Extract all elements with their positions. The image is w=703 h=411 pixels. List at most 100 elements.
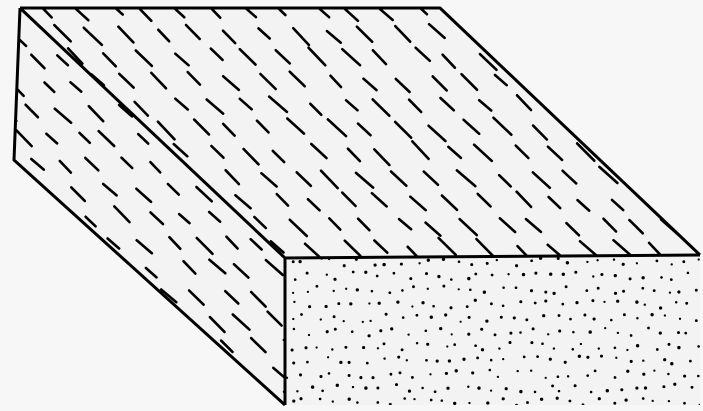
texture-dot: [656, 348, 659, 351]
texture-dot: [502, 397, 505, 400]
texture-dot: [644, 386, 647, 389]
texture-dot: [458, 260, 461, 263]
texture-dot: [411, 305, 413, 307]
texture-dot: [481, 348, 484, 351]
texture-dot: [642, 397, 645, 400]
texture-dash: [124, 318, 136, 330]
texture-dot: [332, 400, 334, 402]
texture-dot: [502, 358, 504, 360]
texture-dot: [432, 305, 435, 308]
texture-dot: [412, 285, 415, 288]
texture-dot: [682, 260, 685, 263]
texture-dash: [613, 143, 628, 159]
texture-dot: [526, 401, 529, 404]
texture-dot: [557, 375, 560, 378]
texture-dash: [247, 395, 264, 409]
texture-dash: [630, 122, 645, 137]
texture-dot: [650, 313, 653, 316]
texture-dot: [426, 343, 429, 346]
texture-dash: [648, 3, 664, 17]
texture-dot: [458, 288, 460, 290]
texture-dot: [401, 289, 404, 292]
texture-dot: [551, 384, 554, 387]
texture-dot: [667, 373, 670, 376]
texture-dot: [445, 372, 448, 375]
texture-dot: [530, 259, 533, 262]
texture-dot: [630, 334, 633, 337]
texture-dot: [416, 314, 419, 317]
texture-dot: [583, 314, 586, 317]
texture-dot: [348, 398, 351, 401]
texture-dash: [60, 367, 75, 380]
texture-dash: [4, 1, 18, 17]
texture-dot: [653, 289, 656, 292]
texture-dot: [636, 317, 638, 319]
texture-dot: [379, 329, 382, 332]
texture-dash: [584, 3, 598, 18]
texture-dot: [556, 397, 559, 400]
texture-dash: [42, 285, 57, 298]
texture-dash: [593, 123, 607, 135]
texture-dot: [670, 362, 673, 365]
texture-dot: [345, 288, 347, 290]
texture-dot: [483, 291, 486, 294]
texture-dot: [582, 403, 585, 406]
texture-dot: [470, 263, 473, 266]
texture-dot: [326, 330, 329, 333]
texture-dot: [490, 389, 492, 391]
texture-dot: [598, 347, 600, 349]
texture-dot: [486, 262, 489, 265]
texture-dot: [306, 361, 309, 364]
texture-dash: [58, 261, 71, 273]
texture-dot: [316, 285, 319, 288]
texture-dot: [490, 359, 493, 362]
texture-dot: [513, 316, 516, 319]
texture-dash: [586, 102, 599, 116]
texture-dot: [590, 391, 593, 394]
texture-dot: [388, 291, 391, 294]
texture-dot: [515, 404, 518, 407]
texture-dash: [21, 221, 32, 232]
texture-dot: [562, 273, 565, 276]
texture-dash: [76, 285, 90, 299]
texture-dash: [43, 397, 54, 408]
texture-dash: [0, 95, 15, 112]
texture-dot: [449, 306, 452, 309]
texture-dash: [42, 242, 53, 252]
texture-dot: [390, 373, 393, 376]
texture-dot: [642, 360, 644, 362]
texture-dot: [670, 278, 673, 281]
texture-dash: [209, 366, 220, 376]
texture-dash: [0, 50, 16, 66]
texture-dash: [136, 292, 150, 306]
texture-dot: [439, 327, 442, 330]
texture-dot: [589, 330, 592, 333]
texture-dash: [698, 170, 703, 180]
texture-dot: [402, 316, 405, 319]
texture-dot: [476, 356, 479, 359]
texture-dot: [400, 263, 403, 266]
texture-dot: [553, 347, 555, 349]
texture-dot: [385, 313, 388, 316]
texture-dot: [467, 333, 470, 336]
texture-dash: [478, 7, 493, 19]
texture-dash: [678, 196, 696, 212]
texture-dot: [615, 357, 617, 359]
texture-dot: [468, 316, 471, 319]
texture-dot: [641, 287, 644, 290]
texture-dot: [425, 272, 428, 275]
texture-dash: [612, 53, 627, 69]
texture-dash: [1, 208, 16, 223]
texture-dot: [500, 316, 503, 319]
texture-dot: [586, 356, 589, 359]
texture-dot: [630, 360, 633, 363]
texture-dash: [551, 98, 563, 108]
texture-dot: [334, 328, 337, 331]
texture-dot: [623, 313, 626, 316]
texture-dash: [53, 221, 70, 236]
texture-dot: [697, 345, 700, 348]
texture-dot: [578, 355, 581, 358]
texture-dot: [383, 357, 385, 359]
texture-dot: [446, 387, 449, 390]
